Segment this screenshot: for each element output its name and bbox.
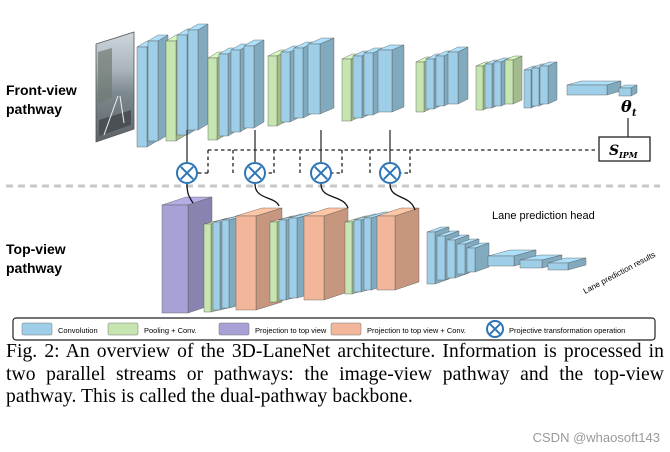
top-view-pathway-label: Top-view pathway [6,241,66,276]
lane-prediction-results-label: Lane prediction results [582,250,657,296]
front-layer-block [307,37,335,115]
legend-label: Pooling + Conv. [144,326,197,335]
theta-t-symbol: θ t [621,97,637,119]
top-layer-block [466,242,490,273]
front-layer-block [147,34,169,142]
top-view-layers [161,196,587,314]
svg-text:θ: θ [621,97,632,116]
legend-item: Pooling + Conv. [107,322,197,336]
operator-to-top-curves [186,183,416,211]
front-layer-block [539,61,558,105]
legend-swatch [107,322,139,336]
projective-transform-icon [244,162,266,184]
front-to-operator-lines [186,130,391,162]
top-layer-block [161,196,213,314]
front-view-pathway-label: Front-view pathway [6,82,77,117]
projective-transform-icon [379,162,401,184]
svg-text:t: t [632,108,637,119]
legend-label: Projective transformation operation [509,326,625,335]
legend-item: Convolution [21,322,98,336]
projective-transform-icon [486,320,504,338]
watermark: CSDN @whaosoft143 [532,430,660,445]
sipm-box: S IPM [598,136,651,162]
top-layer-block [376,207,420,291]
lane-prediction-head-label: Lane prediction head [492,210,595,222]
svg-text:pathway: pathway [6,260,62,276]
front-layer-block [504,55,523,105]
svg-text:Top-view: Top-view [6,241,66,257]
legend-swatch [330,322,362,336]
svg-text:pathway: pathway [6,101,62,117]
legend: Convolution Pooling + Conv. Projection to … [12,317,656,341]
top-layer-block [547,257,587,271]
front-layer-block [187,23,209,131]
projective-transform-icon [310,162,332,184]
svg-text:Front-view: Front-view [6,82,77,98]
front-layer-block [447,46,469,105]
projective-transform-icon [176,162,198,184]
front-view-layers [136,23,638,148]
legend-label: Projection to top view [255,326,327,335]
top-layer-block [487,249,537,267]
front-layer-block [377,44,405,113]
legend-swatch [21,322,53,336]
input-road-image [95,31,135,143]
svg-text:IPM: IPM [618,150,639,160]
legend-item: Projection to top view [218,322,327,336]
legend-swatch [218,322,250,336]
legend-label: Projection to top view + Conv. [367,326,466,335]
front-layer-block [618,84,638,97]
legend-item: Projective transformation operation [486,320,625,338]
legend-item: Projection to top view + Conv. [330,322,466,336]
svg-text:S: S [609,143,619,159]
figure-caption: Fig. 2: An overview of the 3D-LaneNet ar… [6,341,664,407]
front-layer-block [566,80,622,96]
front-layer-block [243,39,265,129]
top-layer-block [303,207,349,301]
legend-label: Convolution [58,326,98,335]
